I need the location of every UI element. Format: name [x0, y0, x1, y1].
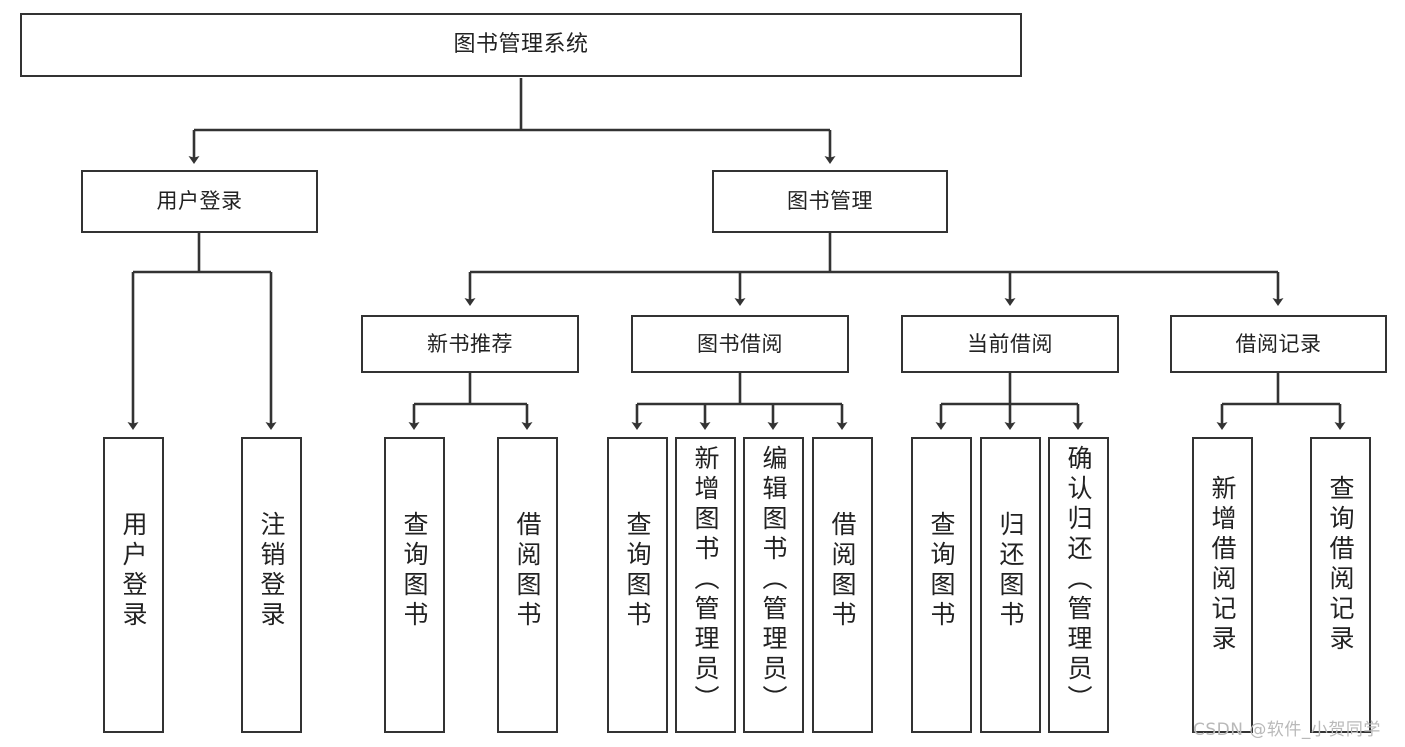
node-leaf-borrow-book-2[interactable]: 借阅图书	[812, 437, 873, 733]
node-leaf-query-book-2-label: 查询图书	[623, 511, 652, 631]
node-leaf-query-record[interactable]: 查询借阅记录	[1310, 437, 1371, 733]
node-user-login-label: 用户登录	[156, 189, 243, 214]
node-leaf-user-logout-label: 注销登录	[257, 511, 286, 631]
node-root[interactable]: 图书管理系统	[20, 13, 1022, 77]
node-leaf-borrow-book-1[interactable]: 借阅图书	[497, 437, 558, 733]
node-borrow-record[interactable]: 借阅记录	[1170, 315, 1387, 373]
node-leaf-confirm-return-label: 确认归还（管理员）	[1064, 445, 1093, 715]
node-book-borrow-label: 图书借阅	[697, 331, 783, 356]
node-root-label: 图书管理系统	[453, 32, 589, 58]
csdn-watermark: CSDN @软件_小贺同学	[1193, 720, 1381, 740]
node-new-book-rec-label: 新书推荐	[427, 331, 513, 356]
node-leaf-query-book-2[interactable]: 查询图书	[607, 437, 668, 733]
node-leaf-query-book-3[interactable]: 查询图书	[911, 437, 972, 733]
node-book-manage[interactable]: 图书管理	[712, 170, 948, 233]
node-leaf-query-record-label: 查询借阅记录	[1326, 475, 1355, 655]
node-book-borrow[interactable]: 图书借阅	[631, 315, 849, 373]
node-borrow-record-label: 借阅记录	[1235, 331, 1322, 356]
node-leaf-confirm-return[interactable]: 确认归还（管理员）	[1048, 437, 1109, 733]
node-leaf-edit-book[interactable]: 编辑图书（管理员）	[743, 437, 804, 733]
node-leaf-edit-book-label: 编辑图书（管理员）	[759, 445, 788, 715]
node-user-login[interactable]: 用户登录	[81, 170, 318, 233]
node-leaf-query-book-1[interactable]: 查询图书	[384, 437, 445, 733]
node-new-book-rec[interactable]: 新书推荐	[361, 315, 579, 373]
node-leaf-add-book-label: 新增图书（管理员）	[691, 445, 720, 715]
node-leaf-query-book-3-label: 查询图书	[927, 511, 956, 631]
node-leaf-borrow-book-1-label: 借阅图书	[513, 511, 542, 631]
node-leaf-add-record-label: 新增借阅记录	[1208, 475, 1237, 655]
node-current-borrow[interactable]: 当前借阅	[901, 315, 1119, 373]
node-book-manage-label: 图书管理	[787, 189, 873, 214]
node-leaf-return-book[interactable]: 归还图书	[980, 437, 1041, 733]
node-leaf-user-login-label: 用户登录	[119, 511, 148, 631]
node-leaf-add-record[interactable]: 新增借阅记录	[1192, 437, 1253, 733]
node-leaf-user-logout[interactable]: 注销登录	[241, 437, 302, 733]
node-leaf-borrow-book-2-label: 借阅图书	[828, 511, 857, 631]
node-current-borrow-label: 当前借阅	[967, 331, 1053, 356]
node-leaf-user-login[interactable]: 用户登录	[103, 437, 164, 733]
node-leaf-query-book-1-label: 查询图书	[400, 511, 429, 631]
node-leaf-add-book[interactable]: 新增图书（管理员）	[675, 437, 736, 733]
node-leaf-return-book-label: 归还图书	[996, 511, 1025, 631]
